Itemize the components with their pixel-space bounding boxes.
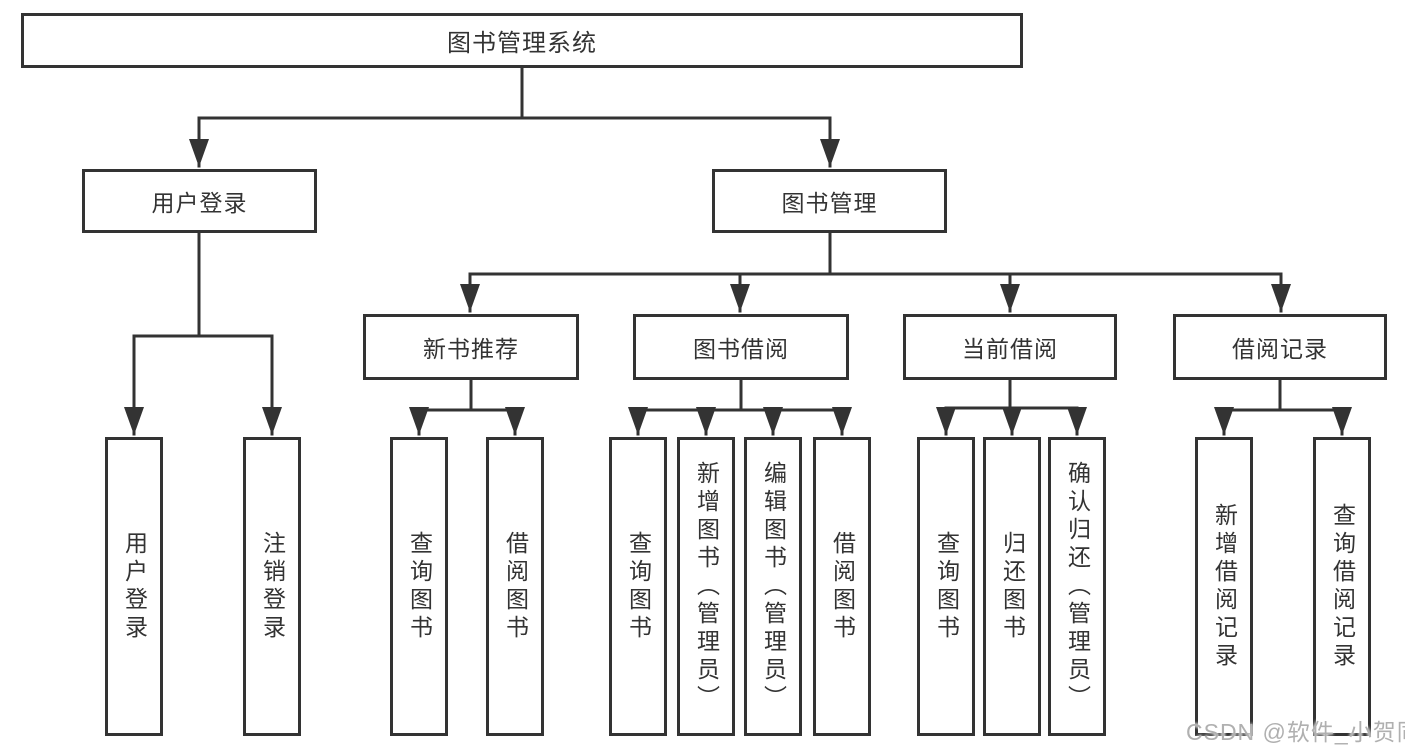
leaf-borrow-book: 借阅图书 — [813, 437, 871, 736]
node-current-borrow: 当前借阅 — [903, 314, 1117, 380]
node-label: 新增借阅记录 — [1211, 502, 1238, 671]
leaf-edit-book-admin: 编辑图书（管理员） — [744, 437, 802, 736]
node-label: 用户登录 — [151, 190, 248, 216]
node-label: 归还图书 — [999, 530, 1026, 643]
node-label: 借阅图书 — [502, 530, 529, 643]
leaf-query-borrow-record: 查询借阅记录 — [1313, 437, 1371, 736]
leaf-confirm-return-admin: 确认归还（管理员） — [1048, 437, 1106, 736]
node-user-login: 用户登录 — [82, 169, 317, 233]
node-label: 查询借阅记录 — [1329, 502, 1356, 671]
node-borrow-records: 借阅记录 — [1173, 314, 1387, 380]
node-label: 图书借阅 — [693, 336, 789, 362]
node-label: 图书管理 — [781, 190, 878, 216]
leaf-user-login: 用户登录 — [105, 437, 163, 736]
node-label: 查询图书 — [933, 530, 960, 643]
leaf-add-book-admin: 新增图书（管理员） — [677, 437, 735, 736]
node-label: 确认归还（管理员） — [1064, 460, 1091, 713]
node-root: 图书管理系统 — [21, 13, 1023, 68]
node-new-book-recommend: 新书推荐 — [363, 314, 579, 380]
node-label: 用户登录 — [121, 530, 148, 643]
node-label: 注销登录 — [259, 530, 286, 643]
node-label: 查询图书 — [625, 530, 652, 643]
node-label: 借阅记录 — [1232, 336, 1328, 362]
leaf-return-book: 归还图书 — [983, 437, 1041, 736]
node-label: 新增图书（管理员） — [693, 460, 720, 713]
node-label: 新书推荐 — [423, 336, 519, 362]
node-label: 当前借阅 — [962, 336, 1058, 362]
node-book-mgmt: 图书管理 — [712, 169, 947, 233]
node-label: 编辑图书（管理员） — [760, 460, 787, 713]
leaf-query-book-borrow: 查询图书 — [609, 437, 667, 736]
node-label: 借阅图书 — [829, 530, 856, 643]
leaf-add-borrow-record: 新增借阅记录 — [1195, 437, 1253, 736]
node-label: 查询图书 — [406, 530, 433, 643]
leaf-query-book-current: 查询图书 — [917, 437, 975, 736]
node-label: 图书管理系统 — [447, 30, 597, 57]
leaf-borrow-book-newrec: 借阅图书 — [486, 437, 544, 736]
node-book-borrow: 图书借阅 — [633, 314, 849, 380]
watermark: CSDN @软件_小贺同学 — [1186, 719, 1405, 745]
leaf-query-book-newrec: 查询图书 — [390, 437, 448, 736]
leaf-logout: 注销登录 — [243, 437, 301, 736]
